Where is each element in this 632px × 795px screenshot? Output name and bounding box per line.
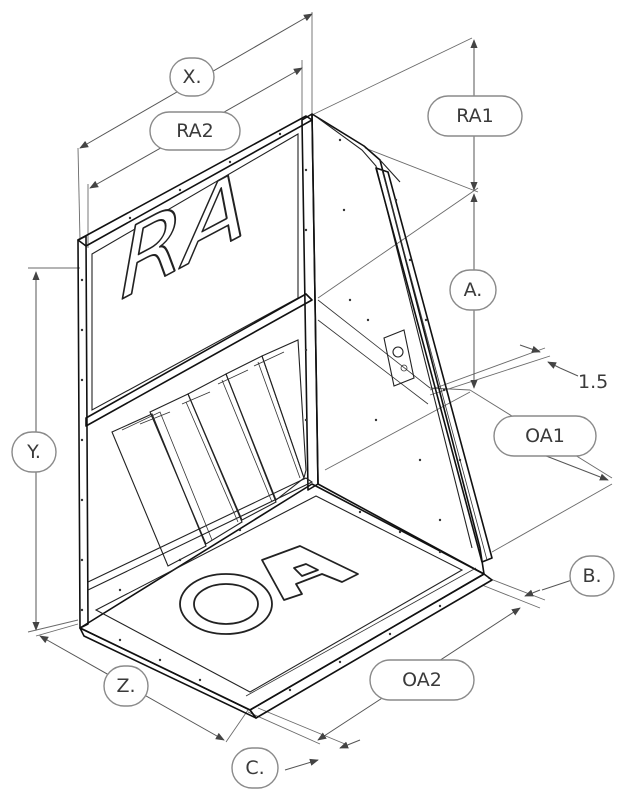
- svg-text:OA1: OA1: [525, 425, 565, 447]
- dim-label-oa1: OA1: [493, 415, 597, 457]
- svg-text:Z.: Z.: [116, 675, 135, 697]
- rear-panel-letters: RA: [120, 148, 247, 322]
- svg-text:A.: A.: [464, 279, 483, 301]
- dim-label-oa2: OA2: [369, 659, 475, 701]
- svg-text:RA1: RA1: [456, 105, 494, 127]
- bottom-panel-o-inner: [193, 583, 259, 625]
- angled-ribs: [111, 339, 307, 567]
- dim-label-x: X.: [169, 57, 215, 97]
- dimension-lines: [32, 13, 609, 771]
- bottom-panel-a-hole: [293, 563, 319, 577]
- svg-text:C.: C.: [245, 757, 264, 779]
- rivet-dots: [80, 132, 462, 692]
- dim-label-thickness: 1.5: [578, 371, 608, 393]
- panel-lettering-oa: [179, 545, 359, 635]
- svg-text:B.: B.: [582, 565, 601, 587]
- panel-lettering-ra: RA: [119, 147, 248, 323]
- dim-label-a: A.: [449, 269, 497, 311]
- svg-text:X.: X.: [182, 66, 201, 88]
- dim-label-ra2: RA2: [149, 111, 241, 151]
- extension-lines: [27, 12, 613, 745]
- svg-text:RA2: RA2: [176, 120, 214, 142]
- dim-label-y: Y.: [11, 431, 57, 473]
- cabinet-frame: [77, 113, 493, 719]
- dim-label-z: Z.: [103, 665, 149, 707]
- dim-label-c: C.: [231, 747, 279, 789]
- svg-text:Y.: Y.: [26, 441, 41, 463]
- dim-label-b: B.: [569, 555, 615, 597]
- svg-text:OA2: OA2: [402, 669, 442, 691]
- dim-label-ra1: RA1: [427, 95, 523, 137]
